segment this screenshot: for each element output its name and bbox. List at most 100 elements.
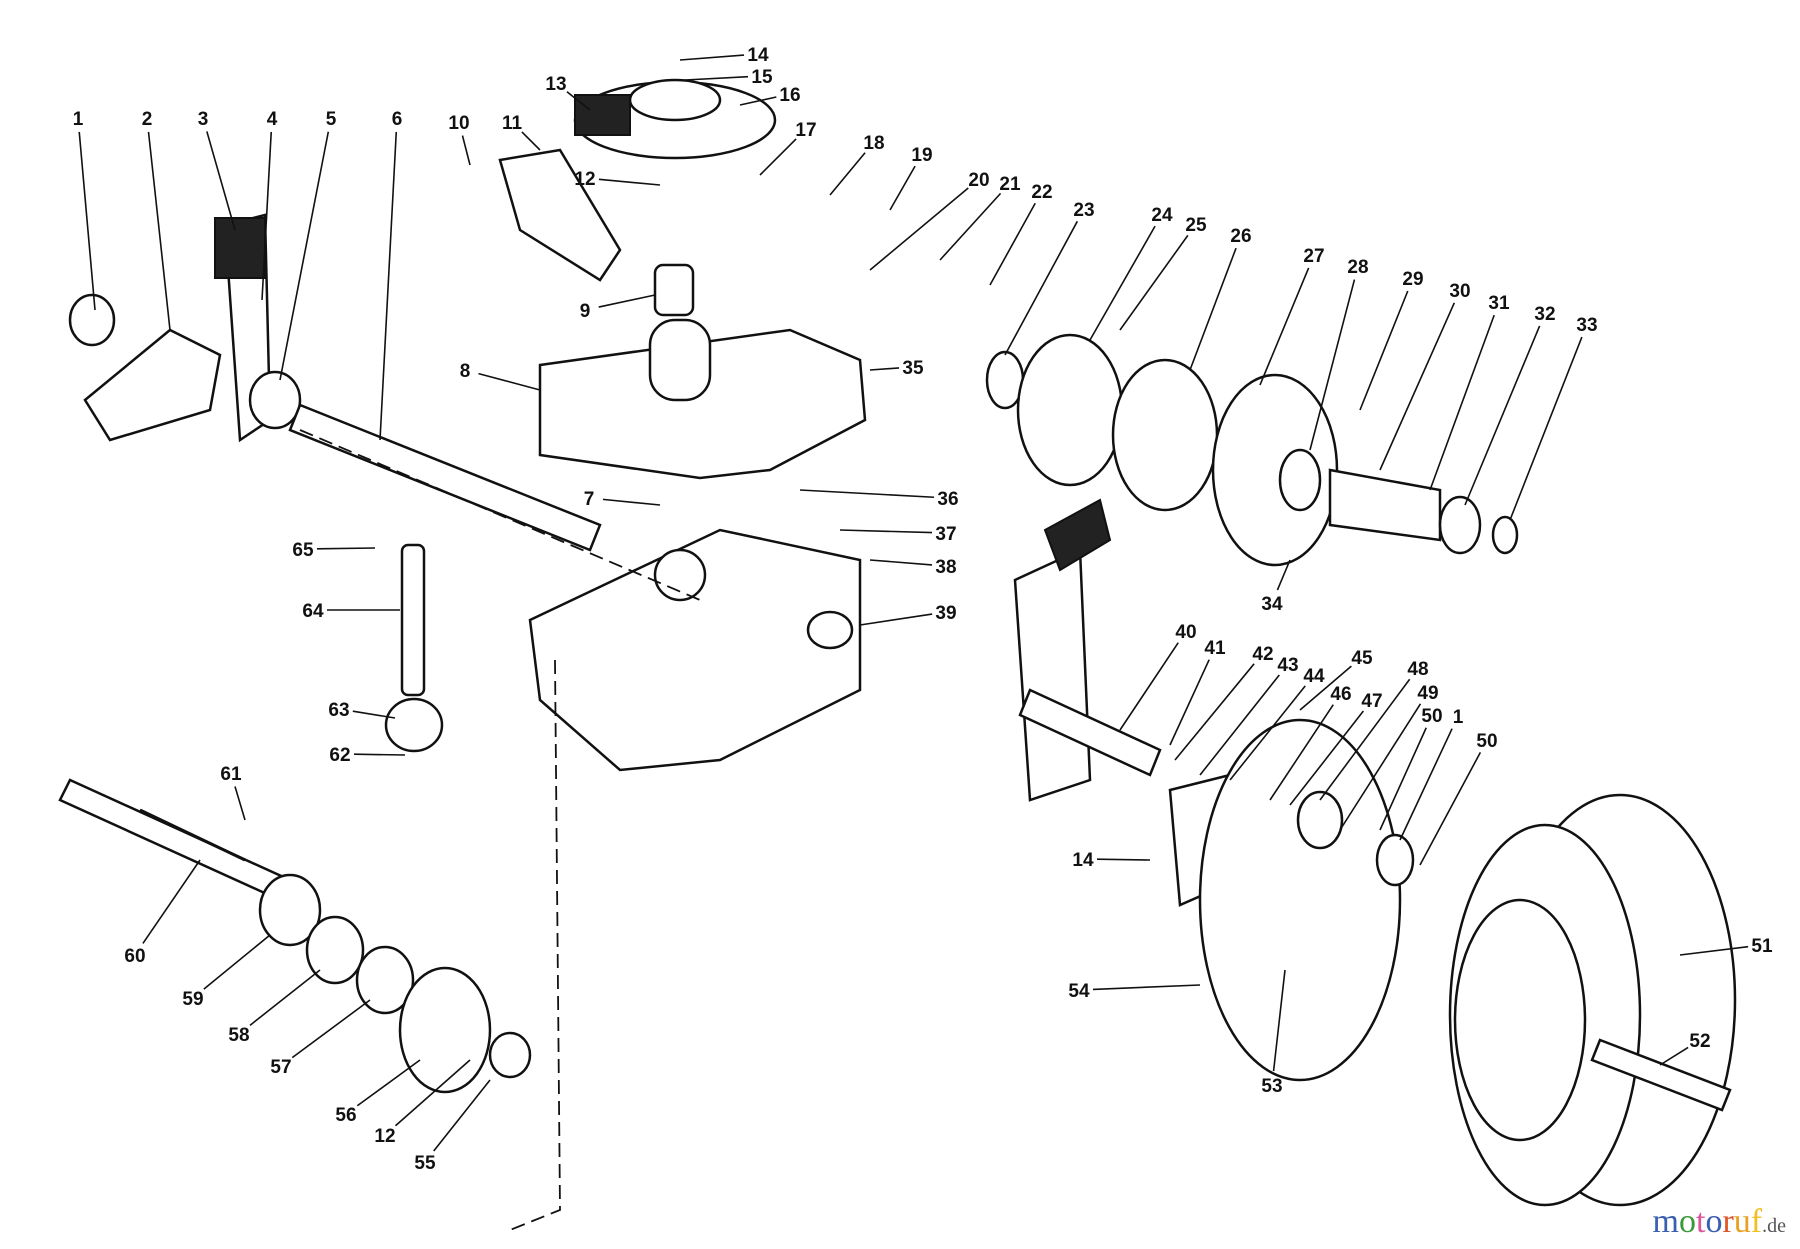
bracket-handle [1043, 498, 1112, 572]
parts-drawing [58, 78, 1737, 1231]
callout-8: 8 [460, 361, 471, 382]
leader-line-8 [478, 372, 541, 391]
worm-shaft [288, 403, 602, 552]
axle-40 [1018, 688, 1162, 777]
callout-34: 34 [1261, 594, 1283, 615]
leader-line-23 [1004, 220, 1079, 356]
callout-53: 53 [1261, 1076, 1282, 1097]
callout-6: 6 [392, 109, 403, 130]
leader-line-63 [352, 710, 396, 719]
leader-line-52 [1659, 1046, 1689, 1066]
leader-line-54 [1092, 984, 1201, 991]
leader-line-37 [839, 529, 933, 534]
callout-25: 25 [1185, 215, 1207, 236]
callout-12: 12 [574, 169, 595, 190]
gear-48 [1296, 790, 1344, 850]
callout-26: 26 [1230, 226, 1251, 247]
callout-48: 48 [1407, 659, 1428, 680]
leader-line-5 [279, 131, 330, 381]
gearbox-upper-housing [538, 328, 867, 480]
callout-56: 56 [335, 1105, 356, 1126]
leader-line-25 [1119, 234, 1189, 331]
leader-line-3 [206, 131, 236, 231]
leader-line-50 [1419, 751, 1482, 866]
pulley-hub [628, 78, 722, 122]
callout-32: 32 [1534, 304, 1555, 325]
callout-3: 3 [198, 109, 209, 130]
leader-line-60 [142, 859, 201, 944]
gear-59 [258, 873, 322, 947]
callout-33: 33 [1576, 315, 1597, 336]
leader-line-18 [829, 152, 866, 196]
leader-line-48 [1319, 678, 1411, 801]
logo-letter: t [1696, 1203, 1706, 1240]
callout-47: 47 [1361, 691, 1382, 712]
axle-60 [58, 778, 292, 902]
logo-letter: f [1750, 1203, 1763, 1240]
clutch-disc-27 [1211, 373, 1339, 567]
leader-line-2 [147, 131, 171, 331]
bushing-55 [488, 1031, 532, 1079]
leader-line-26 [1189, 247, 1237, 371]
leader-line-45 [1299, 665, 1352, 711]
logo-letter: m [1652, 1203, 1679, 1240]
gear-58 [305, 915, 365, 985]
leader-line-35 [869, 367, 900, 371]
shaft-64 [400, 543, 426, 697]
shift-arm [83, 328, 222, 442]
motoruf-watermark-logo: motoruf.de [1653, 1203, 1786, 1241]
callout-11: 11 [502, 113, 523, 134]
callout-2: 2 [142, 109, 153, 130]
wheel-bolt-52 [1590, 1038, 1732, 1112]
callout-30: 30 [1449, 281, 1470, 302]
callout-60: 60 [124, 946, 145, 967]
leader-line-47 [1289, 710, 1365, 806]
shift-bracket [498, 148, 622, 282]
leader-line-12 [598, 178, 661, 186]
leader-line-28 [1309, 279, 1356, 451]
bearing-39 [806, 610, 854, 650]
leader-line-11 [521, 131, 541, 151]
leader-line-57 [291, 999, 371, 1059]
callout-63: 63 [328, 700, 349, 721]
leader-line-9 [598, 294, 656, 308]
leader-line-56 [356, 1059, 421, 1107]
spring [214, 217, 266, 279]
leader-line-16 [739, 96, 777, 106]
logo-letter: r [1722, 1203, 1734, 1240]
logo-letter: u [1733, 1203, 1751, 1240]
callout-14: 14 [1072, 850, 1094, 871]
callout-10: 10 [448, 113, 469, 134]
callout-21: 21 [999, 174, 1021, 195]
callout-50: 50 [1476, 731, 1497, 752]
leader-line-58 [249, 969, 321, 1026]
callout-51: 51 [1751, 936, 1773, 957]
leader-line-62 [353, 753, 406, 756]
bushing-7 [653, 548, 707, 602]
gear-cover-54 [1198, 718, 1402, 1082]
leader-line-53 [1272, 969, 1286, 1072]
gear-57 [355, 945, 415, 1015]
callout-59: 59 [182, 989, 203, 1010]
callout-27: 27 [1303, 246, 1324, 267]
leader-line-6 [379, 131, 398, 441]
callout-23: 23 [1073, 200, 1094, 221]
callout-42: 42 [1252, 644, 1273, 665]
leader-line-42 [1174, 663, 1255, 761]
callout-65: 65 [292, 540, 314, 561]
leader-line-12 [394, 1059, 471, 1127]
leader-line-43 [1199, 674, 1280, 776]
callout-16: 16 [779, 85, 800, 106]
callout-57: 57 [270, 1057, 291, 1078]
callout-55: 55 [414, 1153, 436, 1174]
callout-44: 44 [1303, 666, 1325, 687]
callout-62: 62 [329, 745, 350, 766]
leader-line-17 [759, 138, 797, 176]
leader-line-22 [989, 202, 1036, 286]
leader-line-36 [799, 489, 935, 499]
callout-35: 35 [902, 358, 924, 379]
callout-50: 50 [1421, 706, 1442, 727]
bearing-28 [1278, 448, 1322, 512]
gear-56 [398, 966, 492, 1094]
